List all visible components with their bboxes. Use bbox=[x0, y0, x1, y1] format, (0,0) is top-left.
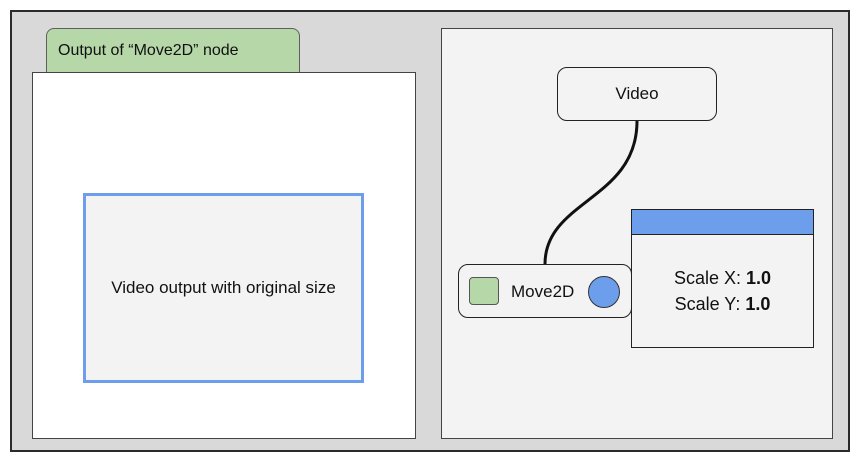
preview-tab-label: Output of “Move2D” node bbox=[58, 42, 239, 59]
properties-header bbox=[632, 210, 813, 235]
video-output-rect: Video output with original size bbox=[83, 193, 364, 383]
move2d-output-port[interactable] bbox=[588, 276, 620, 308]
preview-tab[interactable]: Output of “Move2D” node bbox=[46, 28, 300, 74]
video-output-label: Video output with original size bbox=[111, 278, 336, 297]
scale-x-value[interactable]: 1.0 bbox=[746, 268, 772, 288]
video-node-label: Video bbox=[615, 84, 659, 103]
scale-x-label: Scale X: bbox=[673, 268, 741, 288]
video-node[interactable]: Video bbox=[557, 67, 717, 121]
scale-x-row: Scale X: 1.0 bbox=[632, 268, 813, 289]
move2d-input-port[interactable] bbox=[469, 277, 499, 305]
move2d-node-label: Move2D bbox=[511, 282, 575, 301]
scale-y-label: Scale Y: bbox=[674, 294, 741, 314]
scale-y-value[interactable]: 1.0 bbox=[745, 294, 771, 314]
scale-y-row: Scale Y: 1.0 bbox=[632, 294, 813, 315]
move2d-node[interactable]: Move2D bbox=[458, 264, 632, 318]
properties-panel: Scale X: 1.0 Scale Y: 1.0 bbox=[631, 209, 814, 348]
